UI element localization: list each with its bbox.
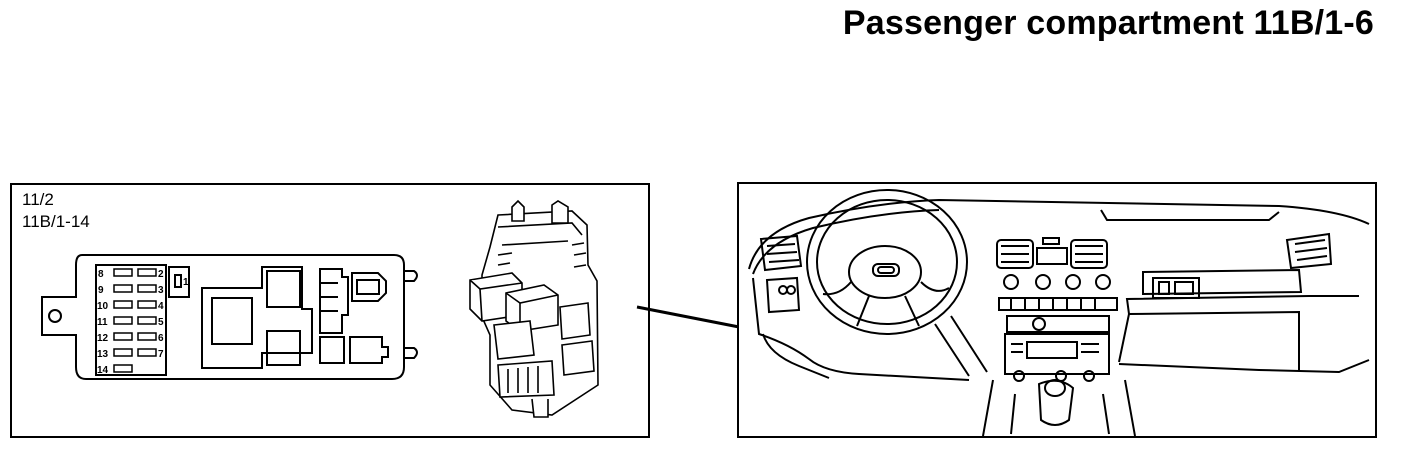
page-title: Passenger compartment 11B/1-6 [842, 4, 1374, 42]
location-code-primary: 11/2 [22, 190, 54, 209]
fuse-number: 5 [158, 317, 164, 328]
fuse-box-panel: 11/2 11B/1-14 [10, 183, 650, 438]
fuse-number: 7 [158, 349, 164, 360]
fuse-number: 4 [158, 301, 164, 312]
fuse-number: 8 [98, 269, 104, 280]
dashboard-icon [748, 189, 1370, 437]
fuse-number: 2 [158, 269, 164, 280]
fuse-number: 11 [97, 317, 108, 328]
fuse-number: 3 [158, 285, 164, 296]
fuse-number: 10 [97, 301, 109, 312]
fuse-number: 9 [98, 285, 104, 296]
fuse-number: 13 [97, 349, 109, 360]
relay-module-icon [469, 199, 599, 418]
fuse-box-diagram-icon: 8 9 10 11 12 13 14 2 3 4 5 6 7 1 [41, 199, 599, 418]
location-code-secondary: 11B/1-14 [22, 212, 90, 231]
relay-number: 1 [183, 277, 189, 288]
fuse-number: 14 [97, 365, 109, 376]
fuse-number: 6 [158, 333, 164, 344]
fuse-number: 12 [97, 333, 109, 344]
dashboard-panel [737, 182, 1377, 438]
